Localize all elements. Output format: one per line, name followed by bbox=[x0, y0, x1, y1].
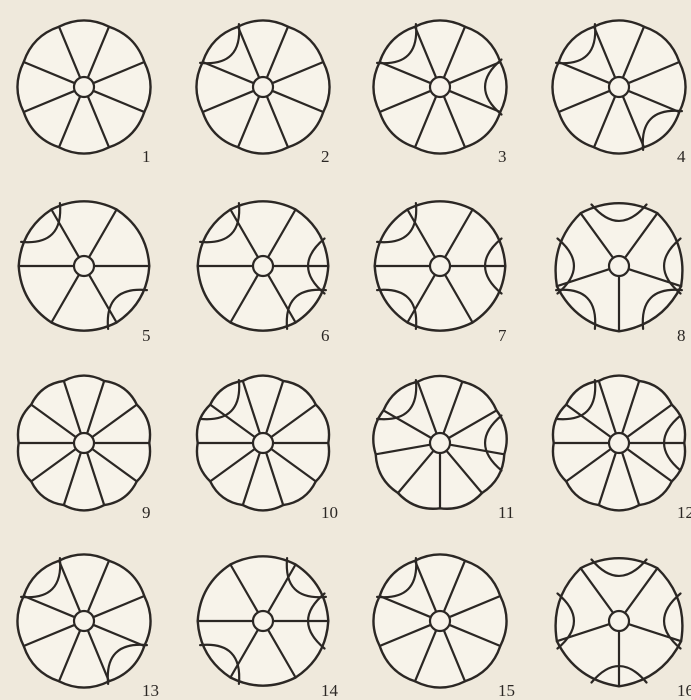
figure-number-label: 3 bbox=[498, 147, 507, 166]
central-cell bbox=[253, 611, 273, 631]
central-cell bbox=[253, 77, 273, 97]
rosette-figure-4: 4 bbox=[552, 20, 686, 166]
rosette-figure-12: 12 bbox=[553, 376, 691, 522]
central-cell bbox=[609, 256, 629, 276]
rosette-figure-13: 13 bbox=[17, 554, 159, 700]
rosette-figure-9: 9 bbox=[18, 376, 151, 522]
central-cell bbox=[74, 433, 94, 453]
figure-number-label: 7 bbox=[498, 326, 507, 345]
central-cell bbox=[609, 77, 629, 97]
central-cell bbox=[430, 77, 450, 97]
figure-number-label: 16 bbox=[677, 681, 691, 700]
central-cell bbox=[430, 611, 450, 631]
central-cell bbox=[430, 433, 450, 453]
central-cell bbox=[609, 433, 629, 453]
rosette-figure-16: 16 bbox=[556, 558, 691, 700]
figure-number-label: 1 bbox=[142, 147, 151, 166]
central-cell bbox=[74, 77, 94, 97]
rosette-figure-15: 15 bbox=[373, 554, 515, 700]
figure-number-label: 13 bbox=[142, 681, 159, 700]
rosette-figure-6: 6 bbox=[198, 201, 330, 345]
figure-number-label: 8 bbox=[677, 326, 686, 345]
rosette-figure-14: 14 bbox=[198, 556, 339, 700]
rosette-figure-11: 11 bbox=[373, 376, 514, 522]
figure-number-label: 10 bbox=[321, 503, 338, 522]
figure-number-label: 4 bbox=[677, 147, 686, 166]
rosette-figure-2: 2 bbox=[196, 20, 329, 166]
rosette-figure-3: 3 bbox=[373, 20, 506, 166]
figure-number-label: 9 bbox=[142, 503, 151, 522]
figure-number-label: 2 bbox=[321, 147, 330, 166]
rosette-figure-8: 8 bbox=[556, 203, 686, 345]
figure-number-label: 5 bbox=[142, 326, 151, 345]
figure-number-label: 12 bbox=[677, 503, 691, 522]
rosette-figure-7: 7 bbox=[375, 201, 507, 345]
rosette-figure-10: 10 bbox=[197, 376, 338, 522]
central-cell bbox=[609, 611, 629, 631]
figure-number-label: 6 bbox=[321, 326, 330, 345]
central-cell bbox=[430, 256, 450, 276]
figure-number-label: 14 bbox=[321, 681, 339, 700]
central-cell bbox=[74, 611, 94, 631]
central-cell bbox=[74, 256, 94, 276]
central-cell bbox=[253, 433, 273, 453]
rosette-figure-1: 1 bbox=[17, 20, 150, 166]
figure-number-label: 15 bbox=[498, 681, 515, 700]
rosette-figure-5: 5 bbox=[19, 201, 151, 345]
figure-number-label: 11 bbox=[498, 503, 514, 522]
central-cell bbox=[253, 256, 273, 276]
